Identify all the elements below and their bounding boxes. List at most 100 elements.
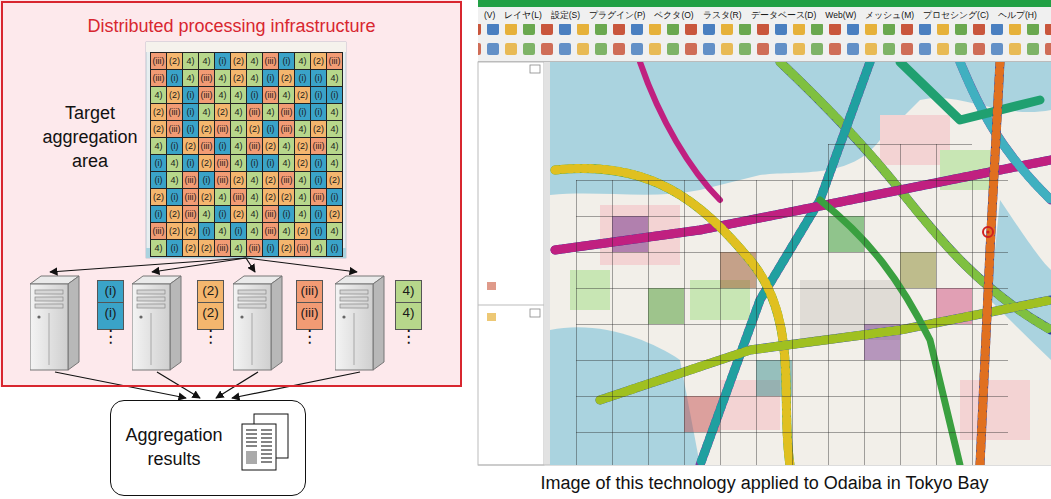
server-icon-part <box>335 276 384 370</box>
grid-cell: (2) <box>327 172 343 189</box>
document-icon-part-part <box>261 449 272 450</box>
document-icon-part-part <box>246 437 257 438</box>
grid-cell: 4) <box>247 206 263 223</box>
odaiba-map-part-part <box>960 62 1051 200</box>
grid-cell: 4) <box>167 155 183 172</box>
grid-cell: (2) <box>167 223 183 240</box>
document-icon-part-part <box>261 437 272 438</box>
document-icon-part <box>246 451 257 464</box>
partition-label: (i) <box>98 303 123 322</box>
gis-window-part <box>478 7 1051 62</box>
odaiba-map-part <box>576 180 1008 465</box>
grid-cell: 4) <box>151 87 167 104</box>
gis-window-part <box>478 61 1051 62</box>
grid-cell: (iii) <box>295 240 311 257</box>
grid-cell: 4) <box>215 189 231 206</box>
grid-cell: (iii) <box>151 223 167 240</box>
grid-cell: (i) <box>183 104 199 121</box>
grid-cell: (iii) <box>247 240 263 257</box>
document-icon-part-part <box>261 457 272 458</box>
partition-label: (i) <box>98 281 123 300</box>
grid-cell: (i) <box>311 104 327 121</box>
grid-cell: 4) <box>231 138 247 155</box>
partition-label: 4) <box>396 281 421 300</box>
grid-cell: (iii) <box>247 138 263 155</box>
grid-cell: (i) <box>311 223 327 240</box>
grid-cell: 4) <box>295 189 311 206</box>
grid-cell: (2) <box>215 104 231 121</box>
grid-base-map <box>146 42 346 258</box>
gis-window-part <box>530 309 540 317</box>
server-icon-part <box>132 276 181 370</box>
grid-cell: 4) <box>247 53 263 70</box>
grid-cell: 4) <box>295 172 311 189</box>
continuation-mark: ⋮ <box>197 324 224 348</box>
grid-cell: (i) <box>279 206 295 223</box>
partition-label: 4) <box>396 303 421 322</box>
menu-item: データベース(D) <box>751 8 817 22</box>
grid-cell: (i) <box>167 240 183 257</box>
grid-cell: (2) <box>295 138 311 155</box>
area-label: Target aggregation area <box>35 101 145 173</box>
grid-cell: (2) <box>263 138 279 155</box>
grid-cell: 4) <box>231 240 247 257</box>
grid-cell: (iii) <box>263 87 279 104</box>
odaiba-map-part-part <box>900 62 1040 120</box>
grid-cell: (i) <box>167 70 183 87</box>
odaiba-map <box>550 62 1051 465</box>
grid-cell: 4) <box>199 206 215 223</box>
grid-cell: (iii) <box>215 172 231 189</box>
gis-window-part <box>478 0 1051 7</box>
grid-cell: (i) <box>311 70 327 87</box>
grid-cell: (i) <box>167 138 183 155</box>
grid-cell: (i) <box>295 70 311 87</box>
server-icon <box>30 276 384 370</box>
document-icon-part-part <box>261 445 272 446</box>
grid-cell: (i) <box>263 70 279 87</box>
panel-title: Distributed processing infrastructure <box>3 15 460 37</box>
menu-bar: (V)レイヤ(L)設定(S)プラグイン(P)ベクタ(O)ラスタ(R)データベース… <box>484 8 1037 22</box>
grid-cell: 4) <box>263 104 279 121</box>
grid-cell: (iii) <box>215 240 231 257</box>
result-label: Aggregation results <box>117 423 231 471</box>
grid-cell: 4) <box>151 240 167 257</box>
grid-cell: 4) <box>279 155 295 172</box>
grid-cell: 4) <box>247 223 263 240</box>
grid-cell: (i) <box>231 223 247 240</box>
gis-window-part <box>487 282 496 290</box>
grid-cell: 4) <box>327 70 343 87</box>
gis-window-part <box>487 313 496 321</box>
menu-item: ラスタ(R) <box>703 8 742 22</box>
grid-cell: (2) <box>199 240 215 257</box>
grid-cell: 4) <box>199 104 215 121</box>
grid-cell: (i) <box>311 87 327 104</box>
figure-caption: Image of this technology applied to Odai… <box>478 472 1051 494</box>
grid-cell: (2) <box>311 53 327 70</box>
grid-cell: (iii) <box>247 104 263 121</box>
grid-cell: (2) <box>327 206 343 223</box>
grid-cell: 4) <box>215 70 231 87</box>
grid-cell: (i) <box>311 155 327 172</box>
grid-cell: 4) <box>215 87 231 104</box>
distribution-arrow-part <box>50 258 246 272</box>
grid-cell: (2) <box>279 189 295 206</box>
grid-cell: (2) <box>199 155 215 172</box>
document-icon-part-part <box>261 433 272 434</box>
menu-item: プラグイン(P) <box>589 8 645 22</box>
document-icon-part-part <box>246 441 257 442</box>
distribution-arrow <box>50 258 357 272</box>
aggregation-grid: Target aggregation area(iii)(2)4)4)(i)(2… <box>150 52 343 257</box>
grid-cell: 4) <box>327 138 343 155</box>
document-icon-part-part <box>261 453 272 454</box>
gis-window-part <box>478 43 1051 61</box>
grid-cell: (2) <box>295 223 311 240</box>
menu-item: プロセシング(C) <box>923 8 989 22</box>
grid-cell: (iii) <box>151 53 167 70</box>
grid-cell: (i) <box>327 87 343 104</box>
menu-item: ヘルプ(H) <box>998 8 1037 22</box>
grid-cell: 4) <box>327 104 343 121</box>
aggregation-arrow <box>55 372 360 398</box>
grid-cell: (i) <box>263 155 279 172</box>
grid-cell: (2) <box>263 189 279 206</box>
